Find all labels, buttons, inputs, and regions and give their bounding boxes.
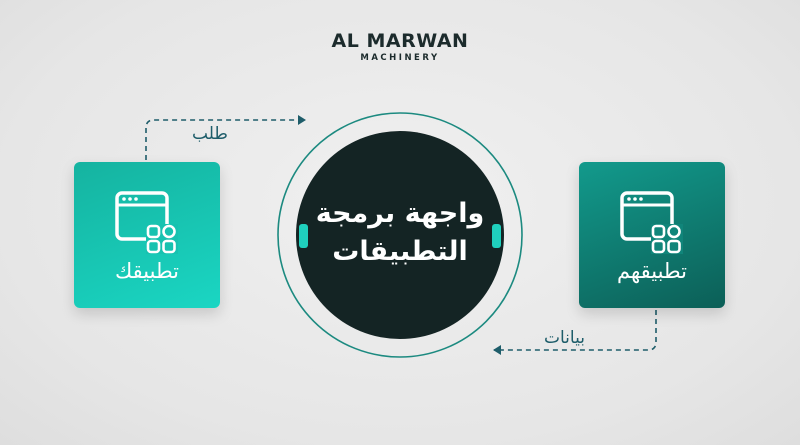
your-app-box: تطبيقك [74, 162, 220, 308]
brand-logo: AL MARWAN MACHINERY [0, 30, 800, 63]
data-label: بيانات [544, 328, 585, 348]
request-arrow [145, 115, 306, 160]
their-app-box: تطبيقهم [579, 162, 725, 308]
right-connector-tab [492, 224, 501, 248]
api-outer-ring [277, 112, 523, 358]
app-window-grid-icon [115, 191, 178, 254]
api-circle [296, 131, 504, 339]
data-arrow [493, 310, 657, 355]
their-app-label: تطبيقهم [616, 259, 688, 283]
left-connector-tab [299, 224, 308, 248]
api-title-line2: التطبيقات [332, 236, 468, 267]
api-title-line1: واجهة برمجة [315, 198, 485, 229]
your-app-label: تطبيقك [114, 259, 180, 283]
app-window-grid-icon [620, 191, 683, 254]
request-label: طلب [192, 124, 228, 144]
logo-name: AL MARWAN [331, 30, 469, 52]
logo-tagline: MACHINERY [360, 53, 440, 63]
api-title: واجهة برمجة التطبيقات [310, 195, 490, 271]
